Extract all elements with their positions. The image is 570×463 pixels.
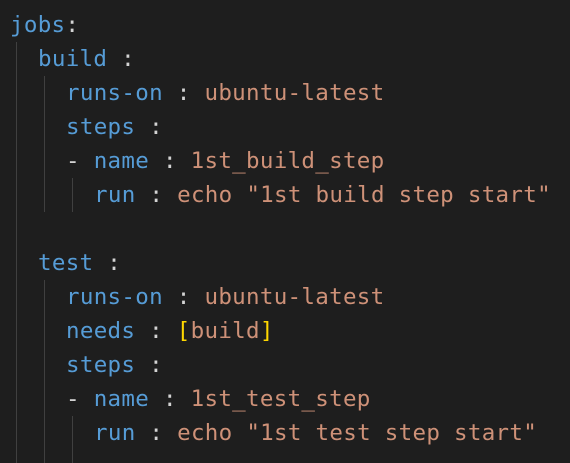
yaml-key: run xyxy=(94,420,136,446)
code-line: - name : 1st_test_step xyxy=(66,382,371,416)
yaml-key: test xyxy=(38,250,94,276)
indent-guide-level-2-build xyxy=(44,76,45,212)
yaml-colon: : xyxy=(135,420,178,446)
code-line: runs-on : ubuntu-latest xyxy=(66,280,384,314)
yaml-colon: : xyxy=(149,386,191,412)
yaml-key: jobs xyxy=(10,12,66,38)
yaml-value: echo "1st build step start" xyxy=(177,182,551,208)
yaml-value: ubuntu-latest xyxy=(204,284,385,310)
yaml-key: build xyxy=(38,46,108,72)
yaml-bracket-open: [ xyxy=(176,318,191,344)
indent-guide-level-2-test xyxy=(44,280,45,463)
yaml-colon: : xyxy=(135,182,178,208)
code-line: jobs: xyxy=(10,8,79,42)
indent-guide-level-3-test xyxy=(72,416,73,463)
yaml-colon: : xyxy=(149,148,191,174)
yaml-key: run xyxy=(94,182,136,208)
yaml-value: 1st_test_step xyxy=(190,386,371,412)
yaml-value: build xyxy=(190,318,260,344)
indent-guide-level-1 xyxy=(16,42,17,463)
yaml-key: name xyxy=(93,386,150,412)
yaml-key: needs xyxy=(66,318,136,344)
code-line: run : echo "1st test step start" xyxy=(94,416,537,450)
yaml-list-dash: - xyxy=(66,386,94,412)
yaml-key: runs-on xyxy=(66,284,163,310)
code-line: run : echo "1st build step start" xyxy=(94,178,551,212)
code-line: steps : xyxy=(66,348,163,382)
code-line: test : xyxy=(38,246,121,280)
yaml-key: name xyxy=(93,148,150,174)
yaml-list-dash: - xyxy=(66,148,94,174)
yaml-value: echo "1st test step start" xyxy=(177,420,538,446)
yaml-value: ubuntu-latest xyxy=(204,80,385,106)
code-line: - name : 1st_build_step xyxy=(66,144,385,178)
yaml-key: steps xyxy=(66,114,136,140)
yaml-colon: : xyxy=(135,318,177,344)
yaml-bracket-close: ] xyxy=(259,318,274,344)
code-line: runs-on : ubuntu-latest xyxy=(66,76,384,110)
yaml-key: runs-on xyxy=(66,80,163,106)
yaml-colon: : xyxy=(107,46,135,72)
yaml-colon: : xyxy=(65,12,80,38)
yaml-colon: : xyxy=(135,352,163,378)
code-line: needs : [build] xyxy=(66,314,274,348)
yaml-key: steps xyxy=(66,352,136,378)
yaml-colon: : xyxy=(93,250,122,276)
yaml-colon: : xyxy=(135,114,163,140)
code-line: steps : xyxy=(66,110,163,144)
indent-guide-level-3-build xyxy=(72,178,73,212)
yaml-colon: : xyxy=(162,80,205,106)
yaml-value: 1st_build_step xyxy=(190,148,385,174)
code-line: build : xyxy=(38,42,135,76)
yaml-colon: : xyxy=(162,284,205,310)
